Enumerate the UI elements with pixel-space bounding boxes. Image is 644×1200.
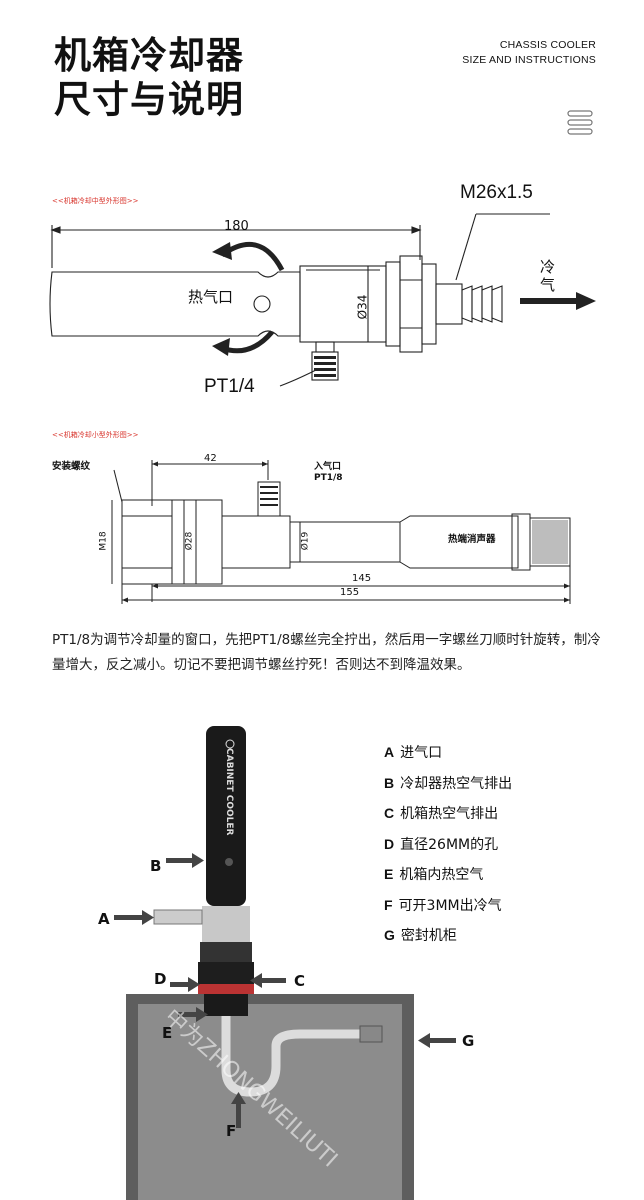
inlet-port-text: PT1/8 — [314, 473, 343, 483]
title-line-1: 机箱冷却器 — [54, 34, 244, 77]
mount-thread-label: 安装螺纹 — [52, 461, 91, 472]
dim-145: 145 — [352, 573, 372, 584]
thread-label: M26x1.5 — [460, 182, 533, 203]
photo-label-b: B — [150, 857, 162, 875]
photo-label-a: A — [98, 910, 110, 928]
d19-label: Ø19 — [300, 531, 311, 551]
photo-label-c: C — [294, 972, 306, 990]
m18-label: M18 — [98, 531, 109, 551]
page-title: 机箱冷却器 尺寸与说明 — [54, 34, 244, 122]
cooler-brand-label: CABINET COOLER — [224, 748, 234, 835]
english-title-line-1: CHASSIS COOLER — [499, 39, 596, 51]
hot-outlet-label: 热气口 — [188, 288, 234, 306]
inlet-label: 入气口 PT1/8 — [314, 462, 343, 484]
muffler-label: 热端消声器 — [448, 534, 496, 545]
inlet-text: 入气口 — [314, 462, 342, 472]
photo-label-d: D — [154, 970, 167, 988]
dim-180: 180 — [224, 219, 249, 234]
diagram1-tag: <<机箱冷却中型外形图>> — [52, 197, 139, 205]
title-line-2: 尺寸与说明 — [54, 78, 244, 121]
dim-42: 42 — [204, 453, 217, 464]
d28-label: Ø28 — [184, 531, 195, 551]
photo-label-f: F — [226, 1122, 237, 1140]
diagram2-tag: <<机箱冷却小型外形图>> — [52, 431, 139, 439]
port-pt14-label: PT1/4 — [204, 376, 255, 397]
photo-label-g: G — [462, 1032, 475, 1050]
photo-label-e: E — [162, 1024, 173, 1042]
installation-illustration — [114, 726, 456, 1200]
english-title-line-2: SIZE AND INSTRUCTIONS — [462, 54, 596, 66]
dim-155: 155 — [340, 587, 360, 598]
medium-cooler-diagram — [49, 213, 596, 387]
english-title: CHASSIS COOLER SIZE AND INSTRUCTIONS — [462, 38, 596, 68]
menu-icon[interactable] — [566, 108, 594, 138]
adjustment-description: PT1/8为调节冷却量的窗口，先把PT1/8螺丝完全拧出，然后用一字螺丝刀顺时针… — [52, 632, 601, 673]
cold-air-label: 冷气 — [540, 258, 556, 294]
diameter-34-label: Ø34 — [355, 294, 370, 320]
small-cooler-diagram — [111, 460, 571, 604]
